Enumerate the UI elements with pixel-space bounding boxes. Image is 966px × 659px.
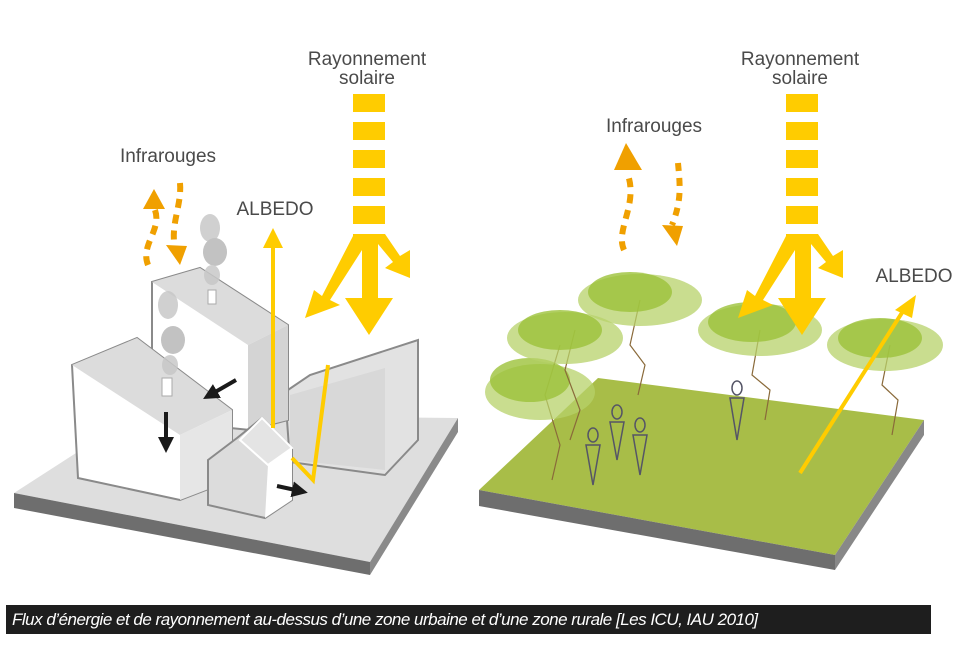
diagram-canvas: Rayonnement solaire Infrarouges ALBEDO	[14, 49, 953, 575]
people	[585, 380, 745, 486]
urban-house-small	[207, 416, 294, 520]
rural-albedo-label: ALBEDO	[875, 266, 952, 287]
rural-infrared-arrows	[614, 143, 683, 252]
rural-solar-radiation	[738, 94, 843, 335]
rural-solar-label: Rayonnement	[741, 49, 860, 70]
chimney	[161, 377, 173, 397]
person-icon	[609, 404, 625, 461]
urban-building-right	[283, 338, 419, 477]
trees	[485, 272, 943, 481]
person-icon	[632, 417, 648, 476]
rural-panel: Rayonnement solaire Infrarouges ALBEDO	[479, 49, 953, 570]
figure-caption: Flux d’énergie et de rayonnement au-dess…	[6, 605, 931, 634]
urban-trapped-ray	[290, 364, 330, 485]
arrow-up-icon	[614, 143, 642, 170]
person-icon	[585, 427, 601, 486]
urban-solar-radiation	[305, 94, 410, 335]
rural-solar-label-2: solaire	[772, 68, 828, 89]
chimney	[207, 289, 217, 305]
person-icon	[729, 380, 745, 441]
rural-albedo-arrow	[798, 295, 916, 475]
tree	[827, 318, 943, 436]
urban-infrared-label: Infrarouges	[120, 146, 216, 167]
arrow-right-icon	[276, 481, 308, 498]
rural-infrared-label: Infrarouges	[606, 116, 702, 137]
urban-solar-label-2: solaire	[339, 68, 395, 89]
tree	[578, 272, 702, 396]
arrow-down-icon	[166, 245, 187, 265]
urban-albedo-label: ALBEDO	[236, 199, 313, 220]
urban-panel: Rayonnement solaire Infrarouges ALBEDO	[14, 49, 458, 575]
reflection-arrows-black	[158, 378, 308, 498]
urban-albedo-arrow	[263, 228, 283, 428]
rural-ground-slab	[479, 378, 924, 570]
arrow-down-icon	[662, 225, 683, 246]
tree	[507, 310, 623, 441]
urban-infrared-arrows	[143, 182, 187, 267]
arrow-diag-icon	[203, 378, 237, 399]
smoke-plumes	[158, 214, 227, 375]
arrow-up-icon	[143, 189, 165, 209]
urban-solar-label: Rayonnement	[308, 49, 427, 70]
